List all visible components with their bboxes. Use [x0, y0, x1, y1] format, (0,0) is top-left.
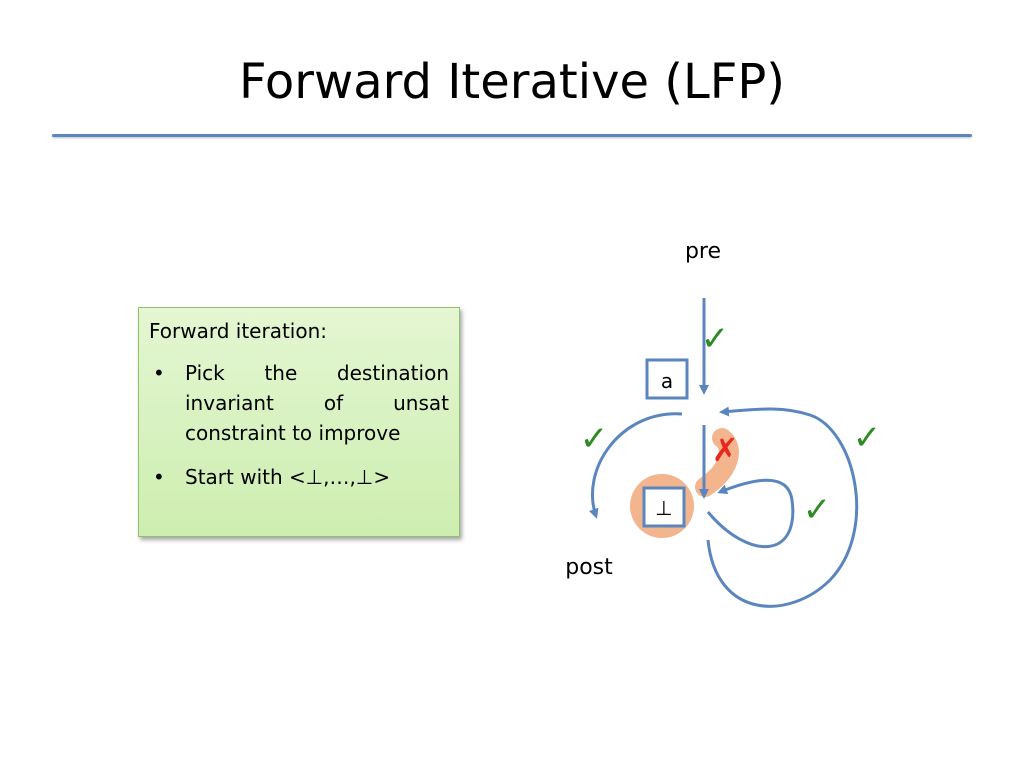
edge-back-loop [706, 406, 859, 608]
bullet-list: • Pick the destination invariant of unsa… [149, 358, 449, 492]
node-bottom-label: ⊥ [655, 496, 672, 520]
cross-mark: ✗ [712, 431, 739, 469]
node-a-box [645, 358, 689, 400]
edge-a-to-post [588, 412, 683, 519]
bullet-text: Pick the destination invariant of unsat … [185, 361, 449, 445]
check-mark-post: ✓ [580, 419, 609, 459]
edge-self-loop [706, 478, 795, 548]
note-box: Forward iteration: • Pick the destinatio… [138, 307, 460, 537]
check-mark-pre: ✓ [701, 319, 730, 359]
post-label: post [565, 555, 613, 580]
slide-title: Forward Iterative (LFP) [238, 54, 786, 110]
bullet-item-2: • Start with <⊥,…,⊥> [149, 462, 449, 492]
highlight-tail [695, 428, 739, 497]
pre-label: pre [685, 239, 721, 264]
title-divider [52, 134, 972, 137]
check-mark-loop: ✓ [803, 490, 832, 530]
check-mark-back: ✓ [853, 418, 882, 458]
node-a-label: a [661, 369, 673, 393]
bullet-marker: • [153, 465, 165, 489]
bullet-marker: • [153, 361, 165, 385]
note-heading: Forward iteration: [149, 319, 328, 343]
bullet-item-1: • Pick the destination invariant of unsa… [149, 358, 449, 448]
node-bottom-box [642, 486, 686, 528]
bullet-text: Start with <⊥,…,⊥> [185, 465, 391, 489]
